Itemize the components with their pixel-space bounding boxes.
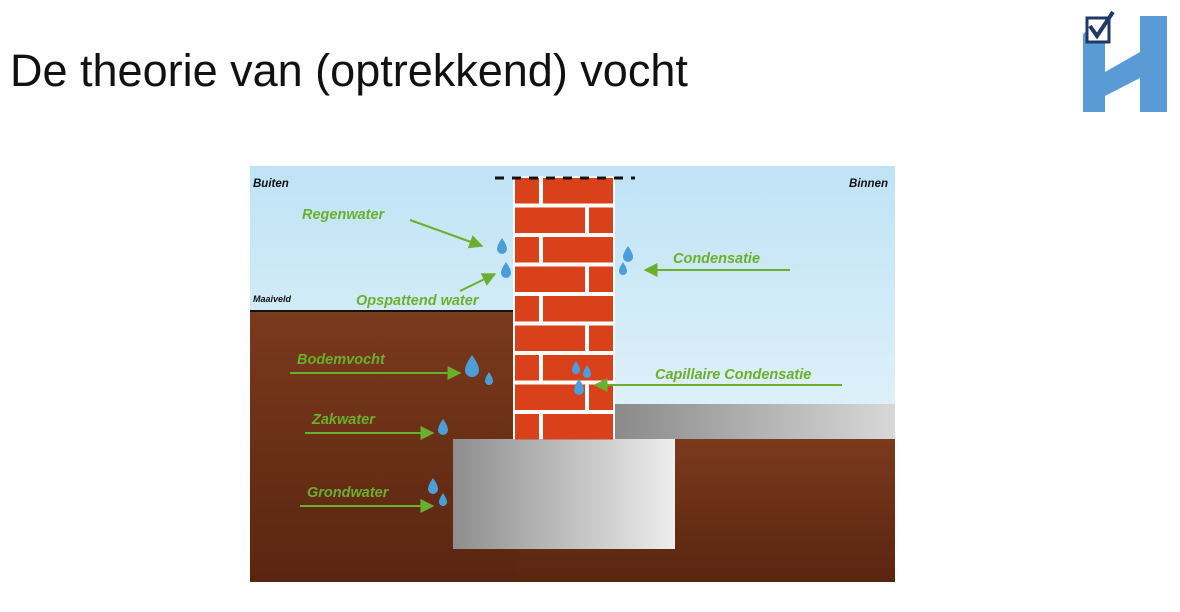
label-rainwater: Regenwater [302,207,386,223]
label-capillary-condensation: Capillaire Condensatie [655,367,811,383]
moisture-diagram: Buiten Binnen Maaiveld Regenwater Opspat… [250,166,895,582]
drop-ground-1 [428,478,438,494]
company-logo [1083,10,1167,112]
rainwater-arrow [409,219,484,249]
label-outside: Buiten [253,178,289,190]
splash-arrow [459,273,497,292]
brick [515,384,585,410]
label-seepage-water: Zakwater [311,412,376,428]
brick [515,296,539,322]
water-drops [428,238,633,506]
brick [515,207,585,233]
drop-soil-1 [465,355,479,377]
brick [515,355,539,381]
label-inside: Binnen [849,178,888,190]
brick [543,414,613,440]
brick [515,266,585,292]
brick [589,325,613,351]
brick [515,414,539,440]
brick [515,325,585,351]
brick [515,178,539,204]
slide-title: De theorie van (optrekkend) vocht [10,45,688,96]
drop-seep [438,419,448,435]
brick-wall [513,176,615,440]
drop-cond-2 [619,262,627,275]
label-condensation: Condensatie [673,251,760,267]
drop-cond-1 [623,246,633,262]
label-groundwater: Grondwater [307,485,390,501]
floor-slab [614,404,895,439]
brick [543,296,613,322]
drop-cap-2 [583,365,591,378]
label-soil-moisture: Bodemvocht [297,352,386,368]
brick [543,237,613,263]
foundation [453,439,675,549]
drop-cap-3 [574,379,584,395]
brick [543,178,613,204]
brick [589,384,613,410]
drop-rain [497,238,507,254]
drop-cap-1 [572,361,580,374]
drop-soil-2 [485,372,493,385]
label-ground-level: Maaiveld [253,294,292,304]
drop-splash [501,262,511,278]
brick [589,266,613,292]
brick [589,207,613,233]
label-splash-water: Opspattend water [356,293,480,309]
drop-ground-2 [439,493,447,506]
brick [515,237,539,263]
